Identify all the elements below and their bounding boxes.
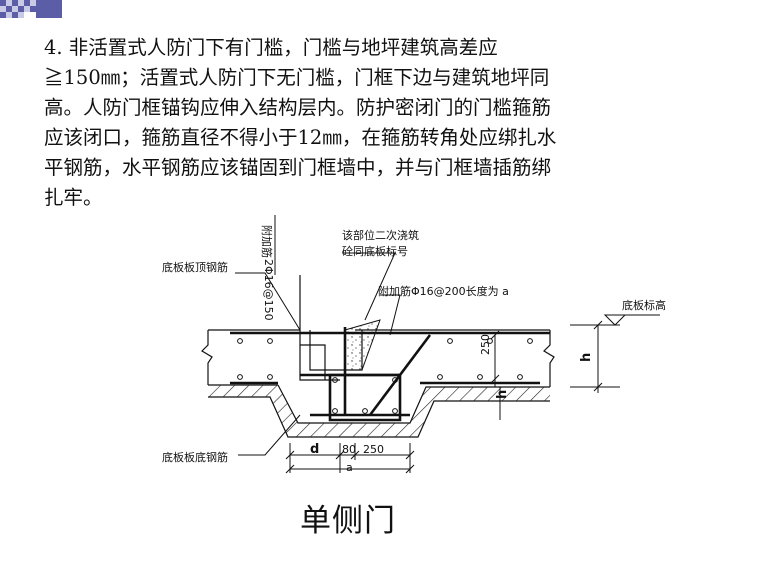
dim-d: d [310, 442, 319, 457]
label-slab-elevation: 底板标高 [622, 298, 666, 312]
dim-h-right: h [579, 353, 594, 362]
paragraph-line: 4. 非活置式人防门下有门槛，门槛与地坪建筑高差应 [44, 36, 498, 59]
corner-decoration [0, 0, 62, 22]
dim-250-vertical: 250 [479, 334, 492, 355]
door-sill-section-drawing: 附加筋 2Φ16@150 该部位二次浇筑 砼同底板标号 附加筋Φ16@200长度… [162, 215, 666, 474]
paragraph-line: 应该闭口，箍筋直径不得小于12㎜，在箍筋转角处应绑扎水 [44, 126, 557, 149]
paragraph-line: 平钢筋，水平钢筋应该锚固到门框墙中，并与门框墙插筋绑 [44, 156, 552, 179]
paragraph-line: 高。人防门框锚钩应伸入结构层内。防护密闭门的门槛箍筋 [44, 96, 552, 119]
dim-h-mid: h [495, 390, 510, 399]
dim-a: a [346, 461, 353, 474]
label-second-pour-note-2: 砼同底板标号 [342, 244, 408, 258]
requirement-paragraph: 4. 非活置式人防门下有门槛，门槛与地坪建筑高差应 ≧150㎜；活置式人防门下无… [44, 33, 749, 213]
label-second-pour-note-1: 该部位二次浇筑 [342, 228, 419, 242]
label-extra-rebar: 附加筋 [260, 225, 274, 258]
label-extra-rebar-length: 附加筋Φ16@200长度为 a [378, 284, 509, 298]
figure-caption: 单侧门 [300, 503, 396, 539]
dim-80: 80 [342, 443, 356, 456]
label-top-rebar: 底板板顶钢筋 [162, 260, 228, 274]
paragraph-line: ≧150㎜；活置式人防门下无门槛，门框下边与建筑地坪同 [44, 66, 550, 89]
paragraph-line: 扎牢。 [44, 186, 103, 209]
dim-250: 250 [363, 443, 384, 456]
label-bottom-rebar: 底板板底钢筋 [162, 450, 228, 464]
label-extra-rebar-spec: 2Φ16@150 [262, 259, 275, 321]
